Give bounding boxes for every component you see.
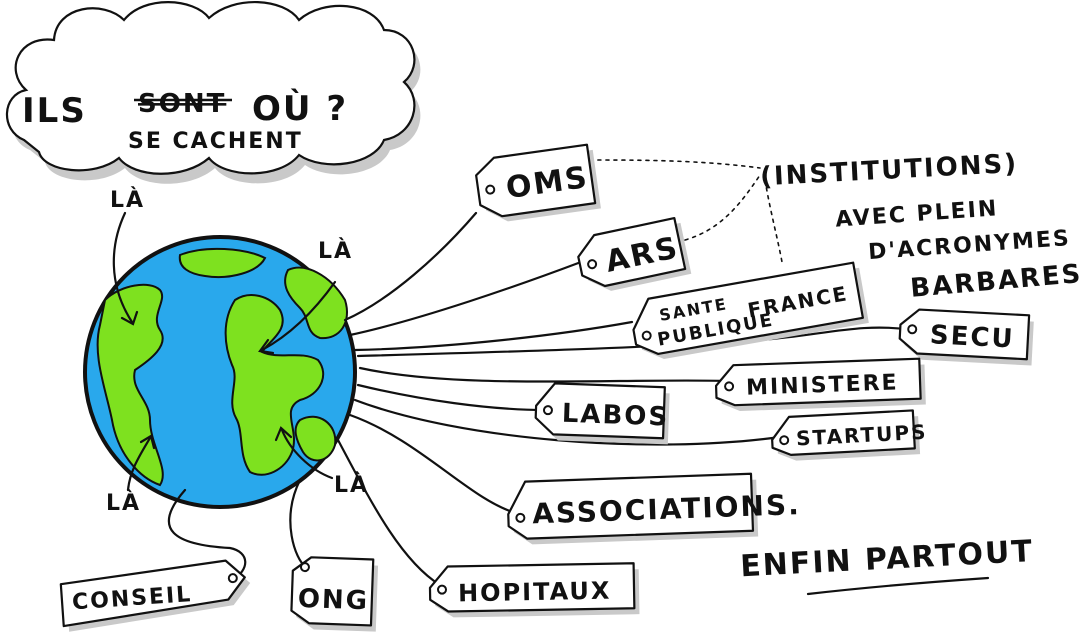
thought-cloud: ILS SONT OÙ ? SE CACHENT (5, 0, 421, 184)
institution-dotted-lines (589, 159, 783, 263)
arrowhead-la-bottom-left (139, 434, 156, 450)
tag-associations: ASSOCIATIONS. (507, 472, 801, 545)
arrowhead-la-bottom-right (274, 426, 293, 442)
pointer-arrows: LÀ LÀ LÀ LÀ (106, 187, 369, 516)
label-la-bottom-left: LÀ (106, 490, 141, 516)
dots-spf (764, 179, 783, 263)
arrow-la-bottom-left (126, 436, 152, 492)
tag-startups: STARTUPS (771, 409, 928, 461)
wire-hopitaux (336, 438, 442, 587)
dots-ars (684, 174, 761, 241)
arrow-la-right (260, 280, 337, 352)
label-la-top: LÀ (110, 187, 145, 213)
wire-associations (348, 413, 518, 515)
land-europe-africa (224, 294, 325, 476)
wire-conseil (167, 488, 247, 582)
tag-oms: OMS (475, 143, 601, 222)
everywhere-text: ENFIN PARTOUT (739, 534, 1034, 584)
dots-oms (589, 159, 761, 169)
tag-labos-label: LABOS (561, 399, 669, 433)
correction-text: SE CACHENT (128, 129, 303, 154)
everywhere-note: ENFIN PARTOUT (739, 534, 1035, 596)
land-east (294, 415, 337, 462)
globe (83, 235, 357, 509)
tag-hopitaux-label: HOPITAUX (458, 577, 612, 608)
label-la-right: LÀ (318, 238, 353, 264)
cloud-outline (5, 0, 416, 175)
wire-ong (289, 478, 307, 568)
institutions-line-1: (INSTITUTIONS) (759, 149, 1018, 192)
question-start: ILS (22, 91, 87, 131)
institutions-line-3: D'ACRONYMES (867, 226, 1071, 265)
arrow-la-top (112, 211, 134, 324)
tag-secu-label: SECU (929, 320, 1015, 354)
tag-ministere-label: MINISTERE (746, 370, 899, 400)
label-la-bottom-right: LÀ (334, 472, 369, 498)
institutions-line-4: BARBARES ! (909, 257, 1088, 304)
question-end: OÙ ? (252, 88, 348, 129)
land-north (178, 247, 267, 278)
tag-spf: SANTE PUBLIQUE FRANCE (632, 261, 869, 359)
arrowhead-la-right (258, 338, 275, 355)
tag-ong: ONG (290, 556, 379, 632)
wire-ars (348, 260, 583, 337)
wire-oms (343, 211, 478, 322)
everywhere-underline (806, 576, 990, 596)
tag-labos: LABOS (534, 382, 670, 445)
arrowhead-la-top (120, 310, 139, 326)
wire-labos (356, 383, 547, 412)
tag-secu: SECU (898, 308, 1034, 366)
wire-spf (353, 320, 634, 352)
question-struck-word: SONT (138, 89, 226, 119)
tag-ars: ARS (577, 216, 692, 291)
tag-conseil: CONSEIL (59, 559, 251, 632)
wire-ministere (358, 366, 731, 383)
tag-ong-label: ONG (297, 584, 369, 616)
tag-hopitaux: HOPITAUX (428, 562, 640, 618)
land-americas (96, 283, 164, 487)
institutions-line-2: AVEC PLEIN (835, 196, 1000, 232)
tag-ministere: MINISTERE (714, 357, 926, 411)
arrow-la-bottom-right (280, 428, 334, 480)
